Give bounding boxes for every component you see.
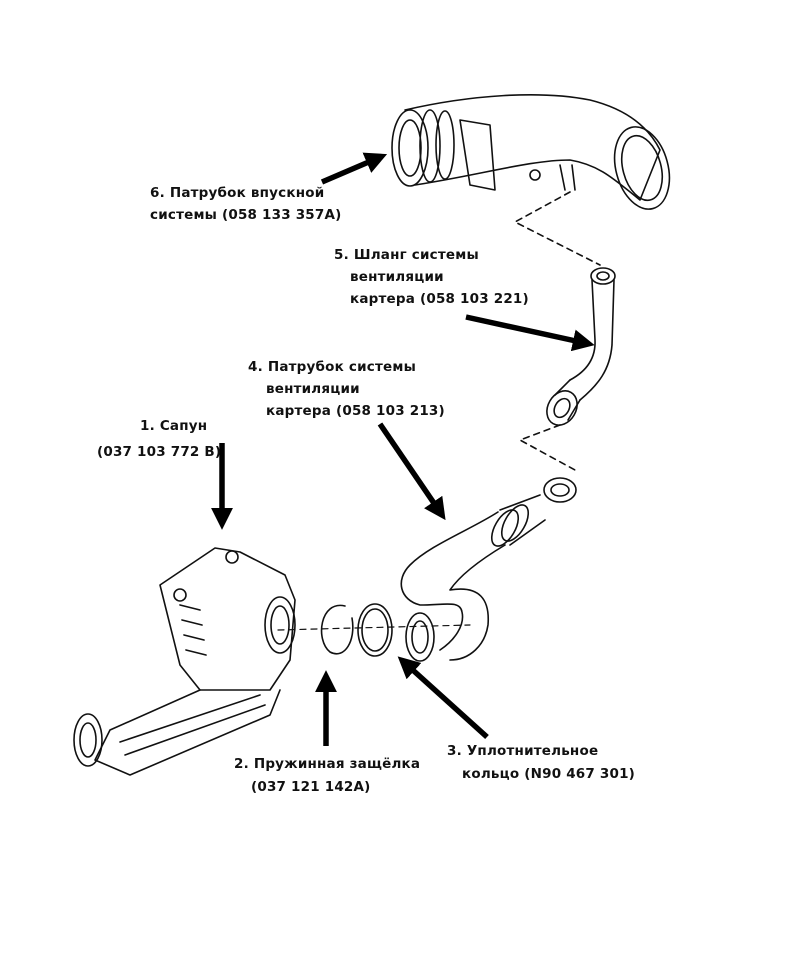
label-part3-title: 3. Уплотнительное [447, 743, 599, 759]
label-part6: 6. Патрубок впускной системы (058 133 35… [150, 182, 342, 226]
label-part4-num: 4. [248, 359, 263, 375]
arrow-part3 [397, 656, 489, 740]
seal-ring-part3 [357, 603, 393, 657]
label-part4: 4. Патрубок системы вентиляции картера (… [248, 356, 445, 422]
dashed-line [514, 191, 601, 266]
label-part6-line2: системы (058 133 357A) [150, 207, 342, 223]
arrow-part6 [320, 152, 388, 185]
label-part5-line3: картера (058 103 221) [350, 291, 529, 307]
label-part2-code: (037 121 142A) [251, 779, 371, 795]
breather-part1 [73, 547, 296, 776]
label-part5: 5. Шланг системы вентиляции картера (058… [334, 244, 529, 310]
label-part3-line2: кольцо (N90 467 301) [462, 766, 636, 782]
label-part4-title: Патрубок системы [267, 359, 416, 375]
arrow-part5 [465, 314, 595, 352]
label-part1-code: (037 103 772 B) [97, 444, 222, 460]
arrow-part4 [377, 422, 446, 521]
label-part2-title: 2. Пружинная защёлка [234, 756, 421, 772]
hose-part5 [546, 267, 616, 426]
dashed-line [519, 424, 576, 471]
label-part5-title: Шланг системы [353, 247, 479, 263]
label-part1-title: 1. Сапун [140, 418, 208, 434]
intake-pipe-part6 [391, 93, 671, 210]
pipe-part4 [400, 477, 577, 662]
label-part5-line2: вентиляции [350, 269, 444, 285]
label-part6-title: 6. Патрубок впускной [150, 185, 325, 201]
label-part5-num: 5. [334, 247, 349, 263]
label-part4-line2: вентиляции [266, 381, 360, 397]
spring-clip-part2 [320, 604, 354, 655]
label-part4-line3: картера (058 103 213) [266, 403, 445, 419]
